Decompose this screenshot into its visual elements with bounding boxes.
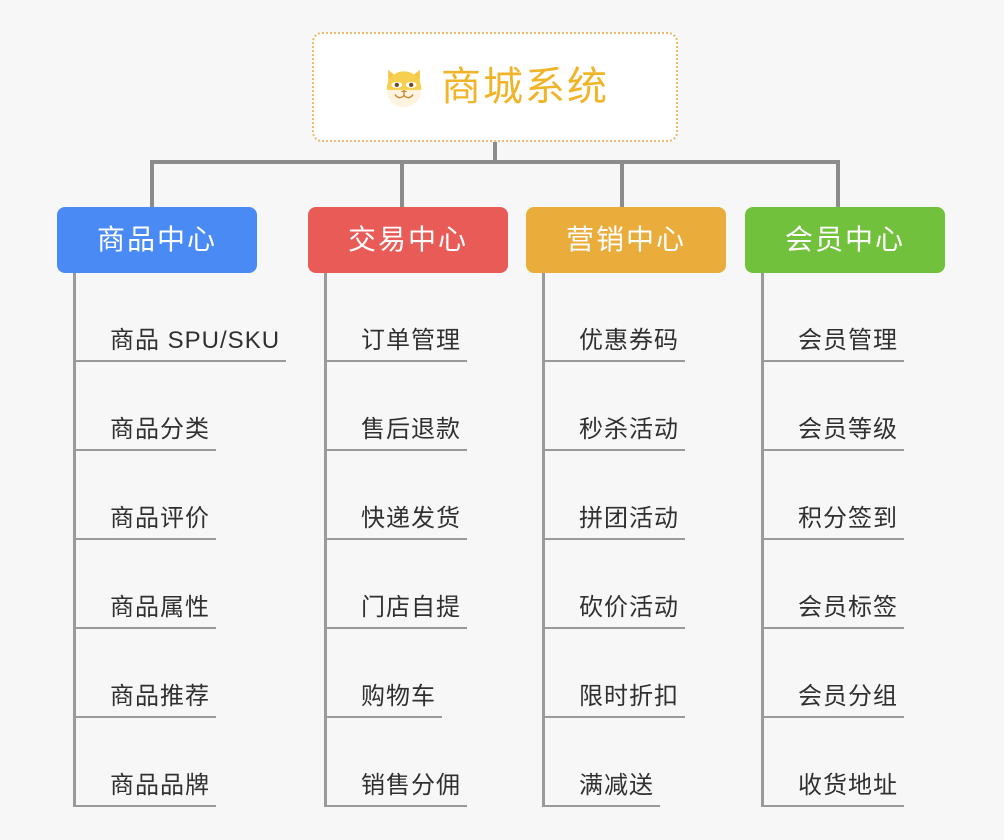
list-item[interactable]: 拼团活动 bbox=[545, 451, 726, 540]
leaf-underline: 门店自提 bbox=[327, 593, 467, 629]
leaf-underline: 会员分组 bbox=[764, 682, 904, 718]
leaf-label: 销售分佣 bbox=[361, 771, 461, 799]
leaf-list-3: 优惠券码 秒杀活动 拼团活动 砍价活动 限时折扣 bbox=[542, 273, 726, 807]
leaf-label: 积分签到 bbox=[798, 504, 898, 532]
leaf-underline: 会员管理 bbox=[764, 326, 904, 362]
leaf-label: 会员分组 bbox=[798, 682, 898, 710]
list-item[interactable]: 商品属性 bbox=[76, 540, 257, 629]
leaf-underline: 商品属性 bbox=[76, 593, 216, 629]
leaf-label: 会员管理 bbox=[798, 326, 898, 354]
leaf-label: 购物车 bbox=[361, 682, 436, 710]
leaf-list-1: 商品 SPU/SKU 商品分类 商品评价 商品属性 商品推荐 bbox=[73, 273, 287, 807]
leaf-underline: 商品 SPU/SKU bbox=[76, 326, 287, 362]
leaf-label: 商品评价 bbox=[110, 504, 210, 532]
leaf-underline: 限时折扣 bbox=[545, 682, 685, 718]
leaf-label: 商品品牌 bbox=[110, 771, 210, 799]
leaf-label: 快递发货 bbox=[361, 504, 461, 532]
connector-drop-1 bbox=[150, 160, 154, 208]
list-item[interactable]: 会员标签 bbox=[764, 540, 945, 629]
leaf-underline: 订单管理 bbox=[327, 326, 467, 362]
connector-drop-3 bbox=[620, 160, 624, 208]
leaf-underline: 拼团活动 bbox=[545, 504, 685, 540]
list-item[interactable]: 会员管理 bbox=[764, 273, 945, 362]
leaf-label: 商品 SPU/SKU bbox=[110, 326, 281, 354]
leaf-underline: 秒杀活动 bbox=[545, 415, 685, 451]
list-item[interactable]: 会员分组 bbox=[764, 629, 945, 718]
list-item[interactable]: 商品 SPU/SKU bbox=[76, 273, 287, 362]
list-item[interactable]: 积分签到 bbox=[764, 451, 945, 540]
leaf-underline: 优惠券码 bbox=[545, 326, 685, 362]
list-item[interactable]: 门店自提 bbox=[327, 540, 508, 629]
leaf-label: 商品分类 bbox=[110, 415, 210, 443]
leaf-label: 优惠券码 bbox=[579, 326, 679, 354]
leaf-label: 售后退款 bbox=[361, 415, 461, 443]
list-item[interactable]: 订单管理 bbox=[327, 273, 508, 362]
leaf-underline: 购物车 bbox=[327, 682, 442, 718]
connector-drop-2 bbox=[400, 160, 404, 208]
root-node[interactable]: 商城系统 bbox=[312, 32, 678, 142]
list-item[interactable]: 商品推荐 bbox=[76, 629, 257, 718]
shiba-dog-icon bbox=[386, 69, 422, 108]
category-header-label: 会员中心 bbox=[784, 224, 905, 255]
list-item[interactable]: 销售分佣 bbox=[327, 718, 508, 807]
leaf-underline: 商品评价 bbox=[76, 504, 216, 540]
leaf-underline: 会员等级 bbox=[764, 415, 904, 451]
leaf-underline: 砍价活动 bbox=[545, 593, 685, 629]
leaf-label: 砍价活动 bbox=[579, 593, 679, 621]
list-item[interactable]: 限时折扣 bbox=[545, 629, 726, 718]
category-header-label: 商品中心 bbox=[96, 224, 217, 255]
leaf-label: 收货地址 bbox=[798, 771, 898, 799]
leaf-underline: 快递发货 bbox=[327, 504, 467, 540]
category-column-3: 营销中心 优惠券码 秒杀活动 拼团活动 砍价活动 bbox=[526, 207, 726, 807]
list-item[interactable]: 砍价活动 bbox=[545, 540, 726, 629]
leaf-underline: 售后退款 bbox=[327, 415, 467, 451]
leaf-underline: 满减送 bbox=[545, 771, 660, 807]
leaf-label: 限时折扣 bbox=[579, 682, 679, 710]
category-column-1: 商品中心 商品 SPU/SKU 商品分类 商品评价 商品属性 bbox=[57, 207, 287, 807]
category-header-3[interactable]: 营销中心 bbox=[526, 207, 726, 273]
category-header-4[interactable]: 会员中心 bbox=[745, 207, 945, 273]
leaf-label: 商品推荐 bbox=[110, 682, 210, 710]
leaf-label: 拼团活动 bbox=[579, 504, 679, 532]
connector-root-stem bbox=[493, 142, 497, 163]
category-header-label: 交易中心 bbox=[347, 224, 468, 255]
leaf-label: 商品属性 bbox=[110, 593, 210, 621]
leaf-label: 会员标签 bbox=[798, 593, 898, 621]
leaf-underline: 商品分类 bbox=[76, 415, 216, 451]
leaf-underline: 积分签到 bbox=[764, 504, 904, 540]
list-item[interactable]: 商品品牌 bbox=[76, 718, 257, 807]
list-item[interactable]: 秒杀活动 bbox=[545, 362, 726, 451]
leaf-list-2: 订单管理 售后退款 快递发货 门店自提 购物车 bbox=[324, 273, 508, 807]
leaf-label: 门店自提 bbox=[361, 593, 461, 621]
list-item[interactable]: 收货地址 bbox=[764, 718, 945, 807]
leaf-label: 会员等级 bbox=[798, 415, 898, 443]
list-item[interactable]: 满减送 bbox=[545, 718, 726, 807]
leaf-underline: 商品品牌 bbox=[76, 771, 216, 807]
list-item[interactable]: 优惠券码 bbox=[545, 273, 726, 362]
list-item[interactable]: 售后退款 bbox=[327, 362, 508, 451]
connector-horizontal-bus bbox=[150, 160, 840, 164]
category-header-1[interactable]: 商品中心 bbox=[57, 207, 257, 273]
leaf-underline: 销售分佣 bbox=[327, 771, 467, 807]
category-header-2[interactable]: 交易中心 bbox=[308, 207, 508, 273]
list-item[interactable]: 会员等级 bbox=[764, 362, 945, 451]
leaf-label: 订单管理 bbox=[361, 326, 461, 354]
category-header-label: 营销中心 bbox=[565, 224, 686, 255]
category-column-4: 会员中心 会员管理 会员等级 积分签到 会员标签 bbox=[745, 207, 945, 807]
root-title: 商城系统 bbox=[441, 65, 609, 109]
leaf-underline: 收货地址 bbox=[764, 771, 904, 807]
category-column-2: 交易中心 订单管理 售后退款 快递发货 门店自提 bbox=[308, 207, 508, 807]
leaf-label: 满减送 bbox=[579, 771, 654, 799]
leaf-underline: 商品推荐 bbox=[76, 682, 216, 718]
list-item[interactable]: 购物车 bbox=[327, 629, 508, 718]
list-item[interactable]: 商品评价 bbox=[76, 451, 257, 540]
leaf-list-4: 会员管理 会员等级 积分签到 会员标签 会员分组 bbox=[761, 273, 945, 807]
list-item[interactable]: 快递发货 bbox=[327, 451, 508, 540]
leaf-underline: 会员标签 bbox=[764, 593, 904, 629]
connector-drop-4 bbox=[836, 160, 840, 208]
leaf-label: 秒杀活动 bbox=[579, 415, 679, 443]
list-item[interactable]: 商品分类 bbox=[76, 362, 257, 451]
